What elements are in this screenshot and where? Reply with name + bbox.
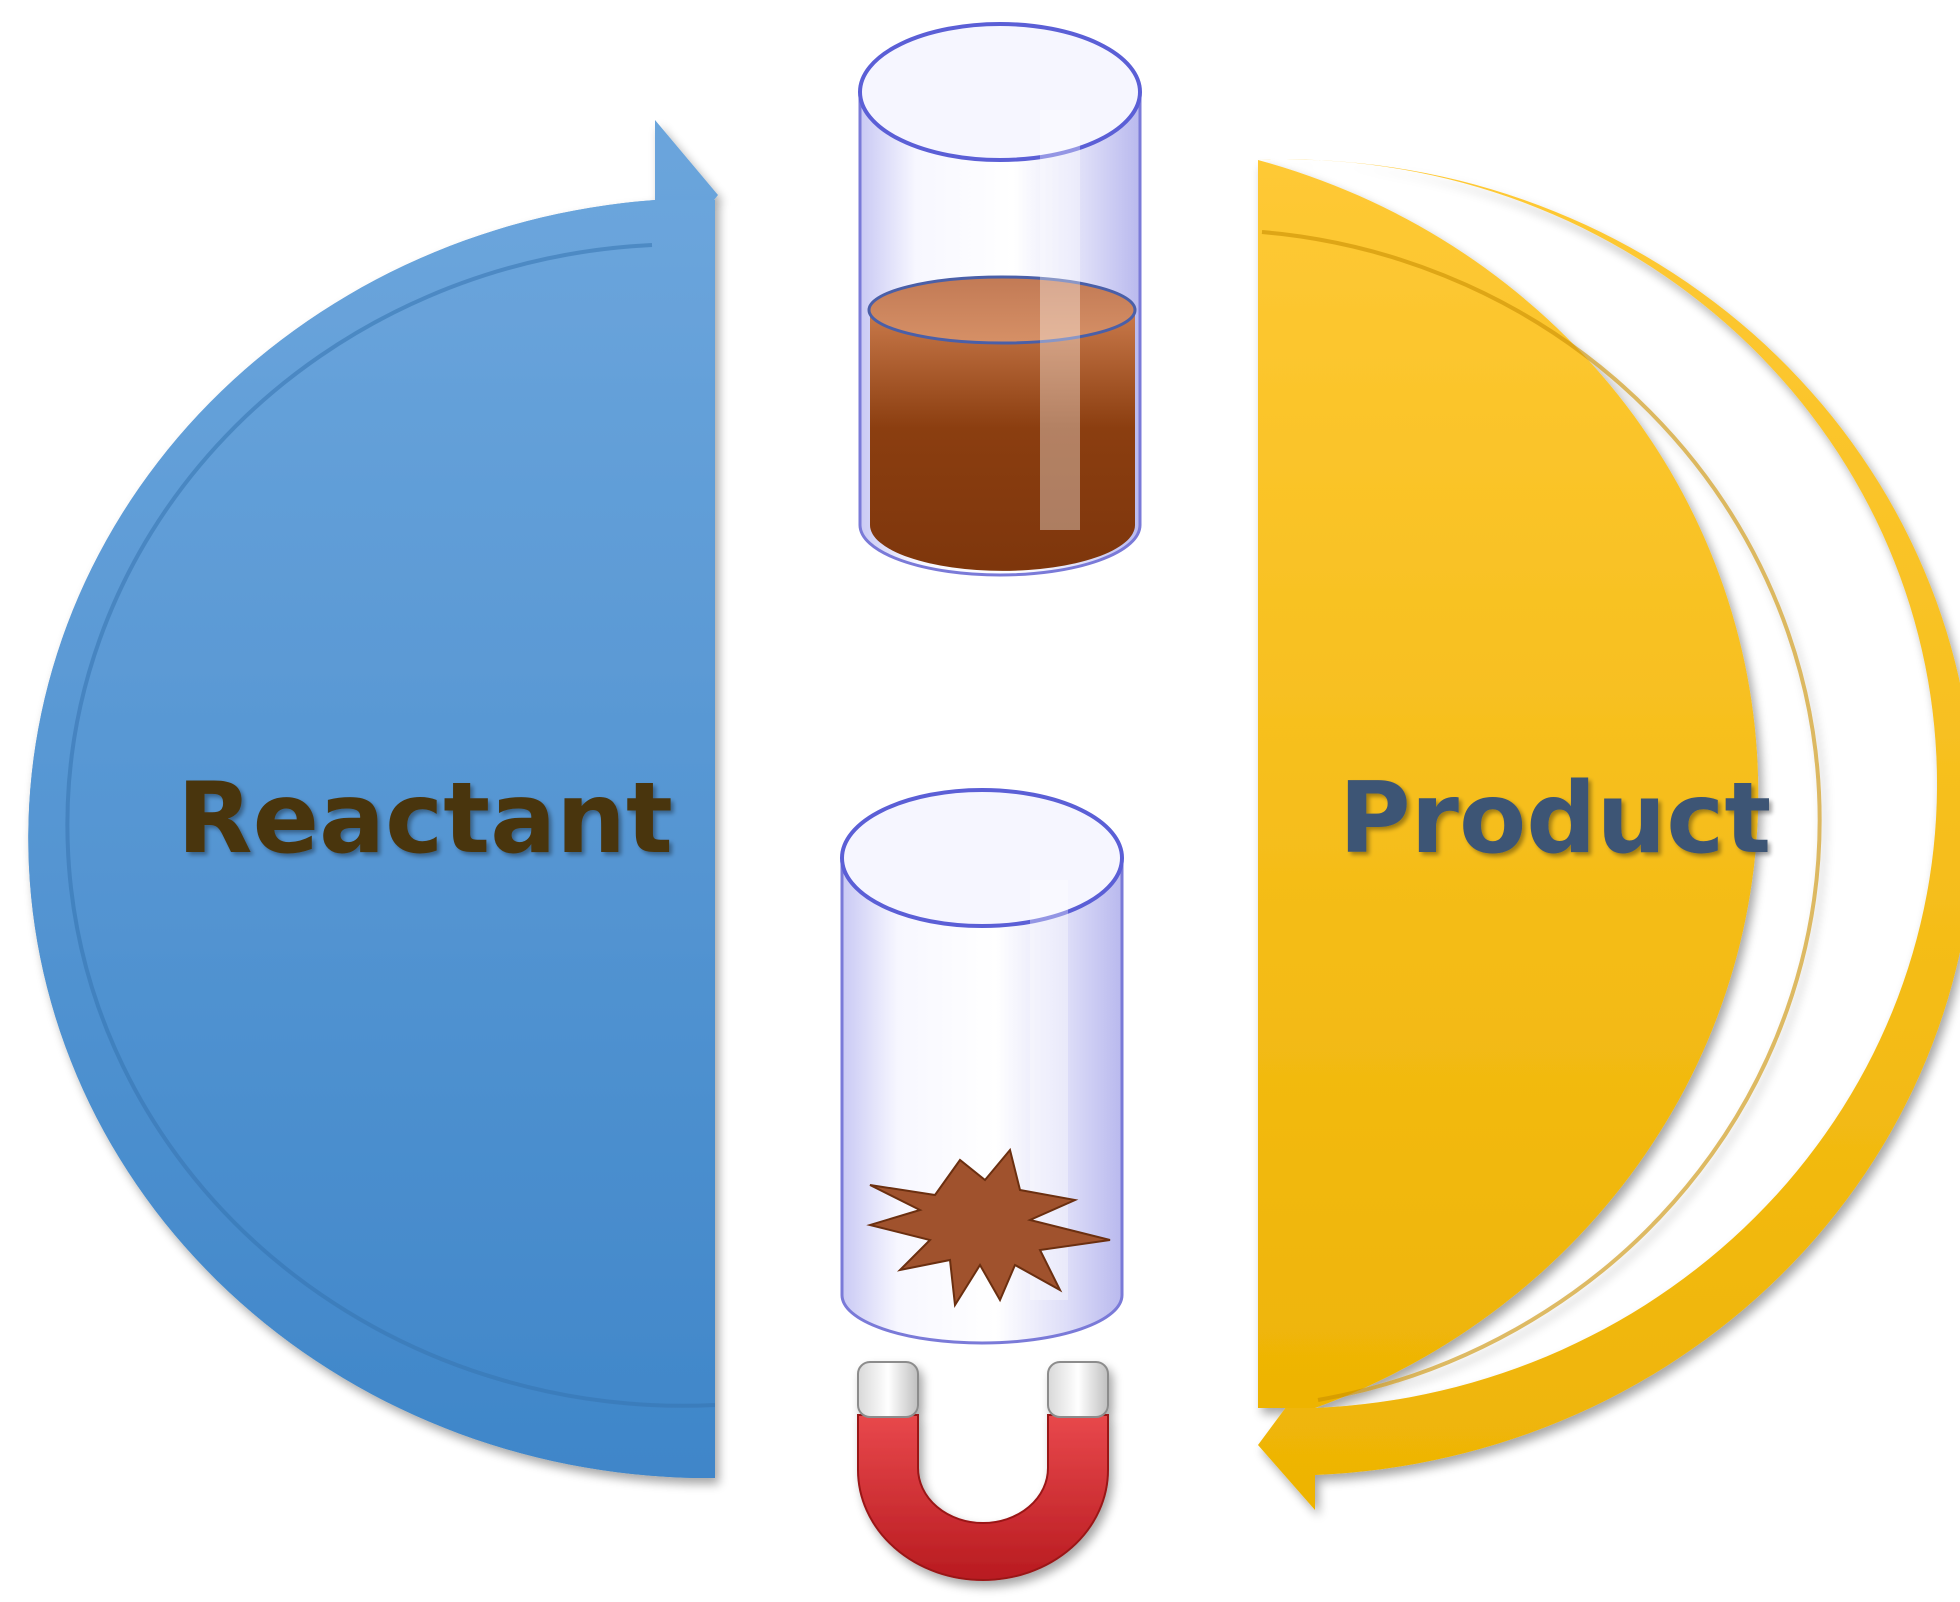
magnet-left-tip — [857, 1361, 919, 1418]
product-half-circle — [1258, 159, 1960, 1510]
top-vessel-liquid-surface — [867, 275, 1137, 345]
top-vessel-liquid — [870, 312, 1135, 571]
top-vessel-rim — [858, 22, 1142, 162]
beaker-with-precipitate-icon — [840, 788, 1124, 1345]
magnet-right-tip — [1047, 1361, 1109, 1418]
precipitate-cluster — [866, 1147, 1111, 1308]
magnet-body — [857, 1414, 1109, 1581]
reactant-inner-ring — [65, 243, 716, 1408]
reactant-label: Reactant — [177, 762, 673, 876]
product-inner-ring — [1261, 230, 1822, 1402]
horseshoe-magnet-icon — [857, 1361, 1109, 1581]
product-label: Product — [1339, 762, 1771, 876]
reactant-half-disc — [28, 200, 715, 1479]
beaker-with-liquid-icon — [858, 22, 1142, 577]
reactant-half-circle — [28, 120, 718, 1479]
product-fill — [1258, 160, 1759, 1408]
bottom-vessel-rim — [840, 788, 1124, 928]
